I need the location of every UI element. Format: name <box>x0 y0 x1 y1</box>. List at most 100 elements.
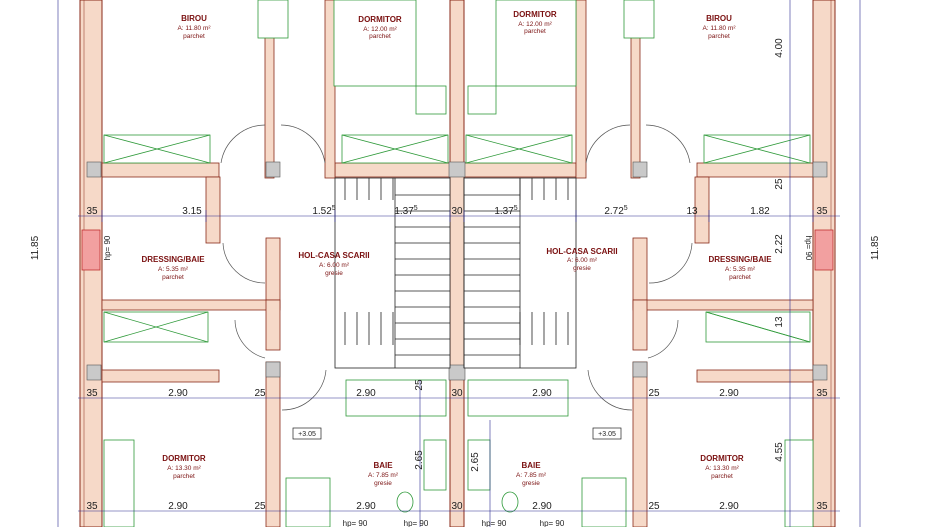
room-floor: gresie <box>522 480 540 487</box>
wall-lower-right <box>632 361 648 527</box>
column <box>265 361 281 378</box>
window-sill-label: hp= 90 <box>343 519 368 527</box>
room-area: A: 5.35 m² <box>725 266 756 273</box>
dim-label-vertical: 13 <box>774 316 785 328</box>
dim-label-vertical: 4.55 <box>774 442 785 462</box>
window-sill-label: hp= 90 <box>103 235 112 260</box>
dimension-lines <box>57 0 861 527</box>
room-area: A: 5.35 m² <box>158 266 189 273</box>
bed <box>495 0 577 87</box>
column <box>812 161 828 178</box>
window-right <box>814 229 834 271</box>
dim-label: 30 <box>451 388 463 399</box>
dim-label: 2.90 <box>719 501 739 512</box>
room-area: A: 12.00 m² <box>363 26 397 33</box>
wall-birou-left-partition <box>264 0 275 179</box>
door-swing <box>587 369 633 411</box>
dim-label: 13 <box>686 206 698 217</box>
shelf <box>623 0 655 39</box>
wall-upper-right-b <box>696 162 814 178</box>
dim-label: 3.15 <box>182 206 202 217</box>
walls <box>79 0 836 527</box>
door-swing <box>280 124 326 164</box>
column <box>632 361 648 378</box>
nightstand <box>415 85 447 115</box>
room-floor: parchet <box>711 473 733 480</box>
dim-label: 2.90 <box>532 501 552 512</box>
room-name: DORMITOR <box>358 15 402 24</box>
dim-label-vertical: 11.85 <box>30 235 41 260</box>
room-area: A: 11.80 m² <box>702 25 736 32</box>
nightstand <box>467 85 497 115</box>
window-sill-label: hp= 90 <box>482 519 507 527</box>
room-name: HOL-CASA SCARII <box>298 251 369 260</box>
room-labels: BIROU A: 11.80 m² parchet DORMITOR A: 12… <box>141 10 772 487</box>
room-floor: parchet <box>708 33 730 40</box>
dim-label-vertical: 4.00 <box>774 38 785 58</box>
room-floor: parchet <box>369 33 391 40</box>
dim-label-vertical: 25 <box>774 178 785 190</box>
column <box>812 364 828 381</box>
column <box>86 364 102 381</box>
shower <box>581 477 627 527</box>
dim-label: 2.90 <box>168 388 188 399</box>
wall-dorm-left-partition <box>324 0 336 179</box>
door-swing <box>585 124 631 164</box>
wall-dorm-right-partition <box>575 0 587 179</box>
dim-label: 35 <box>816 206 828 217</box>
room-name: BIROU <box>706 14 732 23</box>
window-sill-label: hp= 90 <box>404 519 429 527</box>
dim-label: 35 <box>86 501 98 512</box>
room-area: A: 7.85 m² <box>368 472 399 479</box>
staircase <box>334 177 577 369</box>
dim-label: 25 <box>254 388 266 399</box>
dim-label-vertical: 25 <box>414 379 425 391</box>
dim-label: 25 <box>254 501 266 512</box>
bed <box>333 0 417 87</box>
toilet <box>501 491 519 513</box>
door-swing <box>220 124 266 164</box>
room-floor: parchet <box>729 274 751 281</box>
wall-upper-left-a <box>101 162 220 178</box>
dim-label: 2.90 <box>719 388 739 399</box>
room-area: A: 6.00 m² <box>319 262 350 269</box>
dim-label: 1.375 <box>494 205 517 217</box>
dim-label: 2.90 <box>356 388 376 399</box>
dim-label: 30 <box>451 206 463 217</box>
wall-dressing-right-b <box>632 237 648 309</box>
dim-label: 35 <box>816 388 828 399</box>
door-swing <box>648 242 693 284</box>
door-swing <box>645 124 691 164</box>
bed <box>784 439 814 527</box>
bed <box>103 439 135 527</box>
room-name: DRESSING/BAIE <box>141 255 205 264</box>
room-floor: parchet <box>173 473 195 480</box>
column <box>448 364 466 381</box>
dim-label: 25 <box>648 501 660 512</box>
room-name: BAIE <box>521 461 541 470</box>
room-name: BIROU <box>181 14 207 23</box>
room-floor: gresie <box>325 270 343 277</box>
column <box>448 161 466 178</box>
room-floor: gresie <box>374 480 392 487</box>
wall-hall-left <box>265 299 281 351</box>
dim-label: 35 <box>86 388 98 399</box>
room-floor: gresie <box>573 265 591 272</box>
furniture <box>103 0 814 527</box>
room-name: DRESSING/BAIE <box>708 255 772 264</box>
dim-label-vertical: 2.65 <box>470 452 481 472</box>
level-markers: +3.05 +3.05 <box>292 427 622 440</box>
room-name: DORMITOR <box>513 10 557 19</box>
dim-label: 30 <box>451 501 463 512</box>
room-floor: parchet <box>524 28 546 35</box>
column <box>265 161 281 178</box>
room-area: A: 6.00 m² <box>567 257 598 264</box>
wall-dressing-right-c <box>632 299 814 311</box>
room-area: A: 12.00 m² <box>518 21 552 28</box>
wall-dressing-left-c <box>101 299 281 311</box>
room-area: A: 13.30 m² <box>167 465 201 472</box>
wall-mid-left <box>101 369 220 383</box>
wall-lower-left <box>265 361 281 527</box>
dim-label: 25 <box>648 388 660 399</box>
